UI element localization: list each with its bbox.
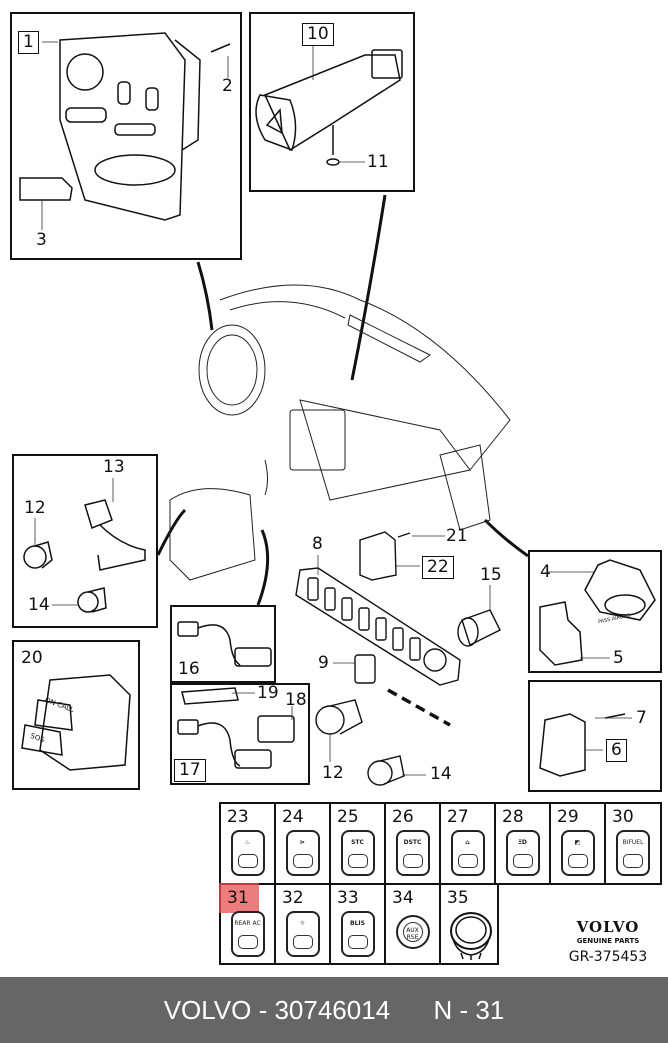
switch-number: 25 xyxy=(337,807,359,827)
switch-number: 26 xyxy=(392,807,414,827)
switch-number: 34 xyxy=(392,888,414,908)
switch-number: 29 xyxy=(557,807,579,827)
switch-cell-24[interactable]: 24 ⊳ xyxy=(274,802,331,885)
callout-18: 18 xyxy=(285,690,307,710)
switch-number: 27 xyxy=(447,807,469,827)
stc-switch-icon: STC xyxy=(340,830,375,876)
logo-subtitle: GENUINE PARTS xyxy=(576,937,640,945)
switch-cell-33[interactable]: 33 BLIS xyxy=(329,883,386,965)
callout-9: 9 xyxy=(318,653,329,673)
callout-10: 10 xyxy=(302,23,334,46)
callout-5: 5 xyxy=(613,648,624,668)
switch-cell-32[interactable]: 32 ☼ xyxy=(274,883,331,965)
child-lock-switch-icon: ◩ xyxy=(560,830,595,876)
detail-box-light-switch xyxy=(10,12,242,260)
center-console-parts-drawing xyxy=(295,531,501,786)
switch-cell-30[interactable]: 30 BIFUEL xyxy=(604,802,662,885)
footer-brand: VOLVO xyxy=(163,994,252,1025)
seat-heat-switch-icon: ♨ xyxy=(230,830,265,876)
switch-cell-35[interactable]: 35 xyxy=(439,883,499,965)
switch-cell-27[interactable]: 27 ⌂ xyxy=(439,802,496,885)
switch-number: 31 xyxy=(227,888,249,908)
switch-number: 30 xyxy=(612,807,634,827)
switch-cell-26[interactable]: 26 DSTC xyxy=(384,802,441,885)
callout-6: 6 xyxy=(606,739,627,762)
socket-ring-icon xyxy=(450,912,492,960)
rear-ac-switch-icon: REAR AC xyxy=(230,911,265,957)
logo-brand: VOLVO xyxy=(576,918,640,936)
bifuel-switch-icon: BIFUEL xyxy=(616,830,650,876)
detail-box-switch-module xyxy=(528,680,662,792)
diagram-code: GR-375453 xyxy=(568,949,648,965)
callout-8: 8 xyxy=(312,534,323,554)
switch-number: 35 xyxy=(447,888,469,908)
callout-20: 20 xyxy=(21,648,43,668)
footer-part-number: 30746014 xyxy=(274,994,391,1025)
callout-19: 19 xyxy=(257,683,279,703)
callout-14-box: 14 xyxy=(28,595,50,615)
callout-7: 7 xyxy=(636,708,647,728)
callout-14-console: 14 xyxy=(430,764,452,784)
headlamp-wash-switch-icon: ⊳ xyxy=(285,830,320,876)
switch-cell-23[interactable]: 23 ♨ xyxy=(219,802,276,885)
part-info-footer: VOLVO - 30746014 N - 31 xyxy=(0,977,668,1043)
switch-cell-34[interactable]: 34 AUX RSE xyxy=(384,883,441,965)
callout-1: 1 xyxy=(18,31,39,54)
switch-cell-28[interactable]: 28 ΞD xyxy=(494,802,551,885)
callout-12-box: 12 xyxy=(24,498,46,518)
callout-21: 21 xyxy=(446,526,468,546)
dashboard-drawing xyxy=(169,284,511,581)
callout-13: 13 xyxy=(103,457,125,477)
switch-number: 28 xyxy=(502,807,524,827)
footer-position: N - 31 xyxy=(433,994,505,1025)
aux-rse-button-icon: AUX RSE xyxy=(395,915,430,949)
callout-16: 16 xyxy=(178,659,200,679)
callout-22: 22 xyxy=(422,556,454,579)
car-alarm-switch-icon: ⌂ xyxy=(450,830,485,876)
switch-cell-29[interactable]: 29 ◩ xyxy=(549,802,606,885)
callout-17: 17 xyxy=(174,759,206,782)
fog-light-switch-icon: ΞD xyxy=(505,830,540,876)
callout-4: 4 xyxy=(540,562,551,582)
dashed-connection-line xyxy=(387,688,451,727)
switch-number: 24 xyxy=(282,807,304,827)
switch-cell-31[interactable]: 31 REAR AC xyxy=(219,883,276,965)
switch-number: 33 xyxy=(337,888,359,908)
pointer-arrows xyxy=(156,194,529,606)
blis-switch-icon: BLIS xyxy=(340,911,375,957)
callout-3: 3 xyxy=(36,230,47,250)
highlight-marker xyxy=(219,883,259,913)
callout-11: 11 xyxy=(367,152,389,172)
callout-15: 15 xyxy=(480,565,502,585)
dstc-switch-icon: DSTC xyxy=(395,830,430,876)
footer-sep: - xyxy=(251,994,275,1025)
switch-number: 23 xyxy=(227,807,249,827)
volvo-genuine-parts-logo: VOLVO GENUINE PARTS GR-375453 xyxy=(558,918,658,965)
interior-light-switch-icon: ☼ xyxy=(285,911,320,957)
switch-cell-25[interactable]: 25 STC xyxy=(329,802,386,885)
callout-12-console: 12 xyxy=(322,763,344,783)
callout-2: 2 xyxy=(222,76,233,96)
switch-number: 32 xyxy=(282,888,304,908)
